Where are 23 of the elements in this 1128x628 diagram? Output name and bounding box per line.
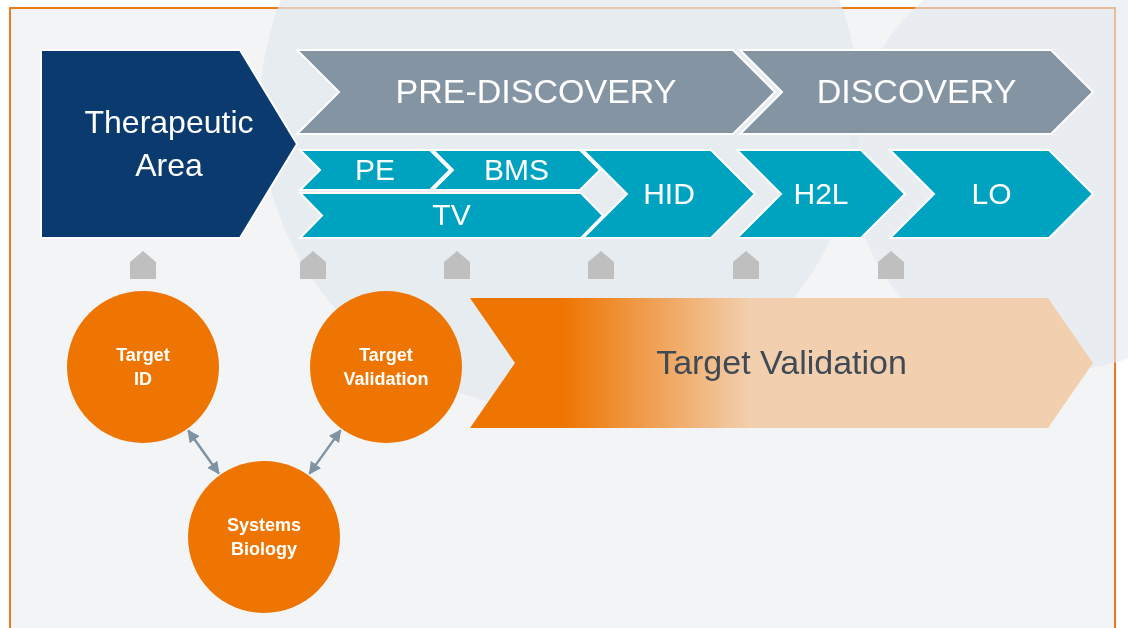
- process-circle: [188, 461, 340, 613]
- process-circle: [310, 291, 462, 443]
- stage-banner: [583, 150, 755, 238]
- node-label: TV: [432, 197, 471, 234]
- node-label: Target ID: [115, 343, 171, 391]
- node-label: BMS: [484, 151, 549, 188]
- node-label: H2L: [793, 175, 849, 212]
- double-arrow: [308, 429, 342, 475]
- double-arrow: [187, 429, 220, 475]
- process-circle: [67, 291, 219, 443]
- stage-banner: [300, 193, 603, 238]
- stage-banner: [890, 150, 1093, 238]
- node-label: LO: [971, 175, 1012, 212]
- node-label: Target Validation: [342, 343, 430, 391]
- stage-banner: [737, 150, 905, 238]
- node-label: Target Validation: [656, 342, 907, 384]
- node-label: HID: [643, 175, 695, 212]
- node-label: Therapeutic Area: [83, 102, 255, 185]
- phase-banner: [297, 50, 775, 134]
- node-label: Systems Biology: [225, 513, 303, 561]
- node-label: DISCOVERY: [816, 71, 1017, 113]
- node-label: PRE-DISCOVERY: [395, 71, 677, 113]
- validation-banner: [470, 298, 1093, 428]
